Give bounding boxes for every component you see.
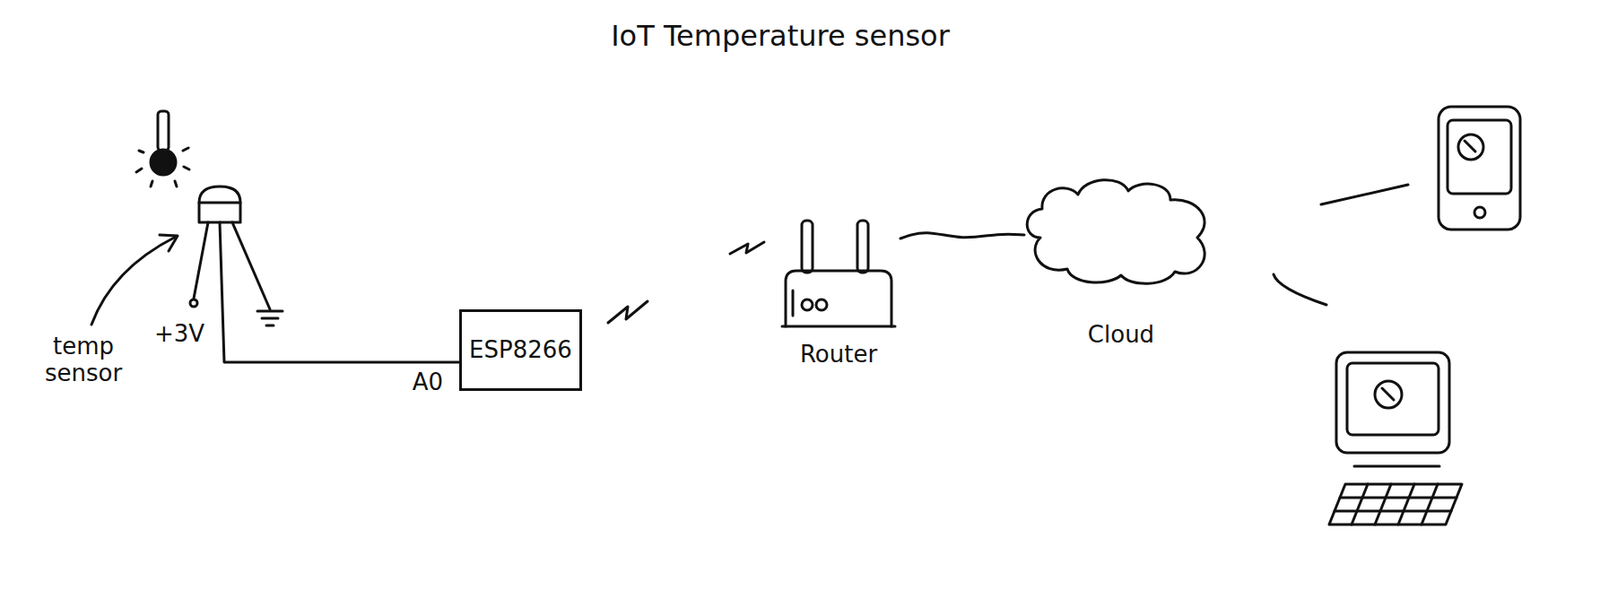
cloud-node: Cloud bbox=[1022, 174, 1220, 353]
pin-label: A0 bbox=[405, 369, 451, 397]
pin-label: +3V bbox=[150, 321, 209, 348]
phone-icon bbox=[1438, 106, 1521, 230]
callout-label: temp sensor bbox=[34, 333, 133, 388]
computer-icon bbox=[1329, 352, 1462, 525]
wireless-symbol bbox=[730, 242, 765, 254]
link-line bbox=[1321, 184, 1409, 205]
node-text: ESP8266 bbox=[469, 337, 573, 365]
node-text: Cloud bbox=[1087, 321, 1155, 349]
diagram-title: IoT Temperature sensor bbox=[573, 19, 987, 53]
thermometer-icon bbox=[136, 111, 190, 187]
wireless-symbol bbox=[608, 301, 648, 323]
node-text: Router bbox=[800, 341, 878, 369]
callout-arrow bbox=[91, 236, 176, 325]
router-node: Router bbox=[780, 215, 897, 373]
connector-line bbox=[900, 233, 1025, 239]
sensor-body bbox=[190, 186, 460, 363]
callout-arrowhead bbox=[159, 234, 178, 252]
link-line bbox=[1273, 274, 1327, 305]
module-box: ESP8266 bbox=[459, 309, 583, 392]
